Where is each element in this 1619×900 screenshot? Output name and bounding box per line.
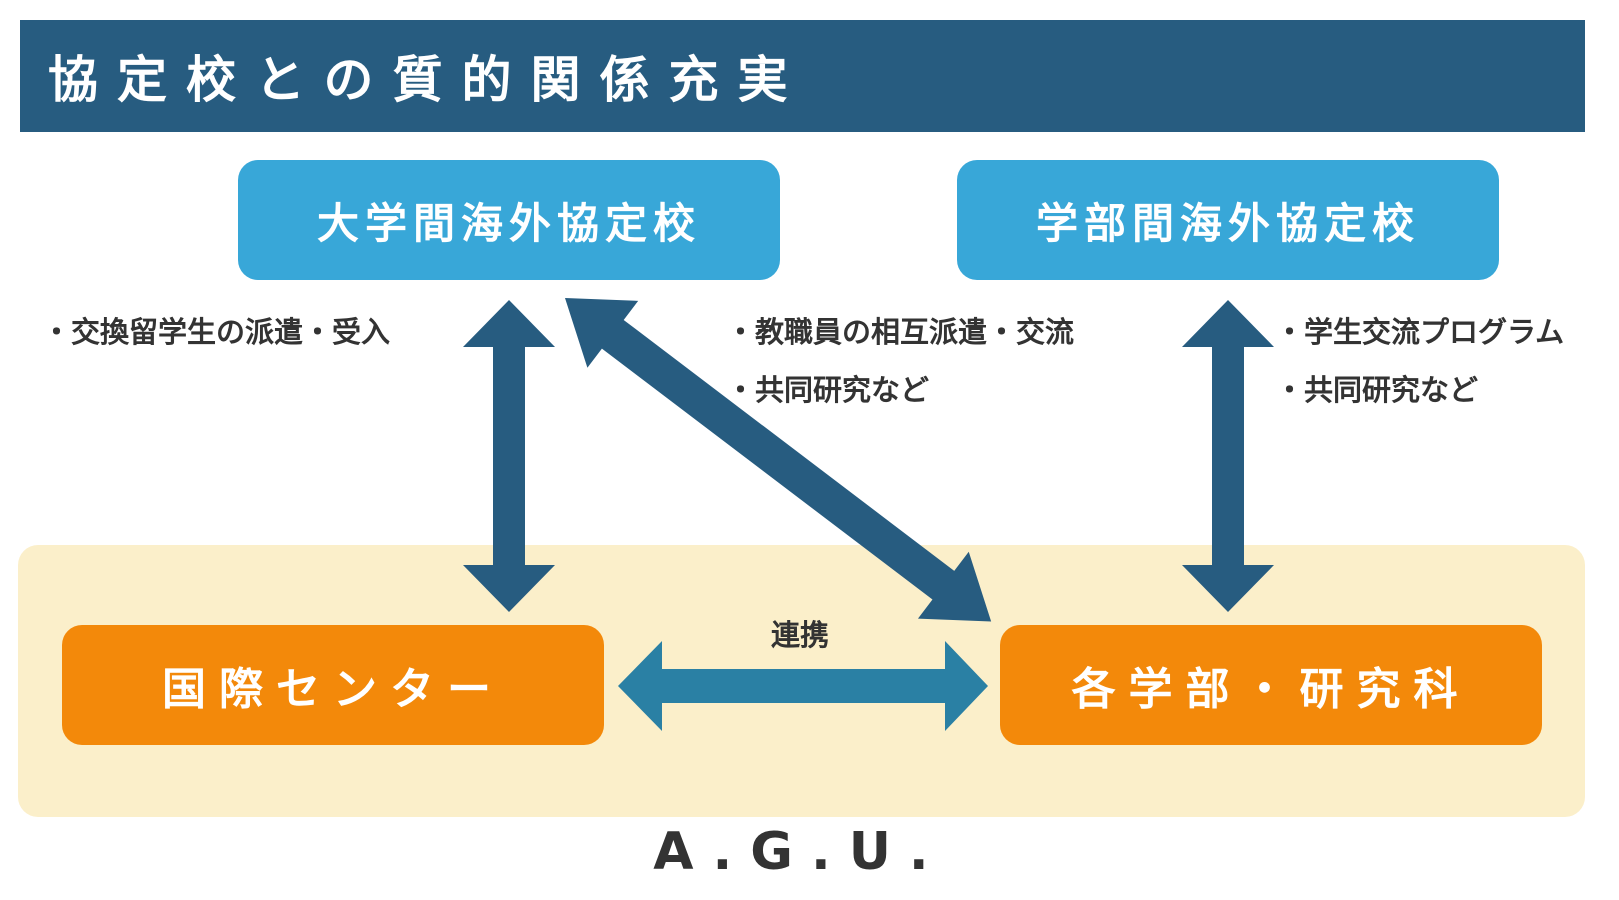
faculties-box: 各学部・研究科 xyxy=(1000,625,1542,745)
horizontal-link-arrow xyxy=(618,641,988,731)
diagonal-arrow xyxy=(565,298,992,622)
note-middle-item: 共同研究など xyxy=(726,361,1074,419)
note-left: 交換留学生の派遣・受入 xyxy=(42,303,390,361)
note-middle: 教職員の相互派遣・交流 共同研究など xyxy=(726,303,1074,419)
faculty-partners-box: 学部間海外協定校 xyxy=(957,160,1499,280)
international-center-box: 国際センター xyxy=(62,625,604,745)
note-left-item: 交換留学生の派遣・受入 xyxy=(42,303,390,361)
link-label: 連携 xyxy=(770,618,829,652)
university-partners-box: 大学間海外協定校 xyxy=(238,160,780,280)
agu-label: A.G.U. xyxy=(653,822,947,882)
note-right-item: 共同研究など xyxy=(1275,361,1564,419)
note-right-item: 学生交流プログラム xyxy=(1275,303,1564,361)
note-right: 学生交流プログラム 共同研究など xyxy=(1275,303,1564,419)
left-vertical-arrow xyxy=(463,300,555,612)
note-middle-item: 教職員の相互派遣・交流 xyxy=(726,303,1074,361)
page-title: 協定校との質的関係充実 xyxy=(20,20,1585,132)
right-vertical-arrow xyxy=(1182,300,1274,612)
